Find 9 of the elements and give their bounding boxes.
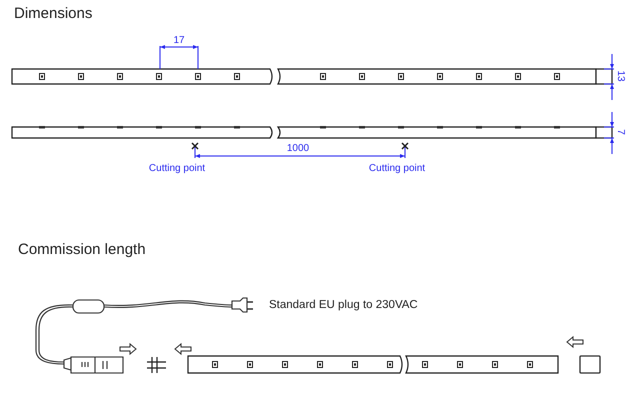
callout-text: Cutting point (368, 164, 426, 174)
callout-text: Cutting point (148, 164, 206, 174)
dimension-value: 7 (615, 129, 625, 135)
note-text: Standard EU plug to 230VAC (269, 300, 418, 312)
section-heading: Dimensions (14, 6, 92, 21)
dimension-value: 13 (615, 70, 625, 82)
section-heading: Commission length (18, 242, 146, 257)
dimension-value: 1000 (286, 144, 310, 154)
dimension-value: 17 (173, 36, 185, 46)
